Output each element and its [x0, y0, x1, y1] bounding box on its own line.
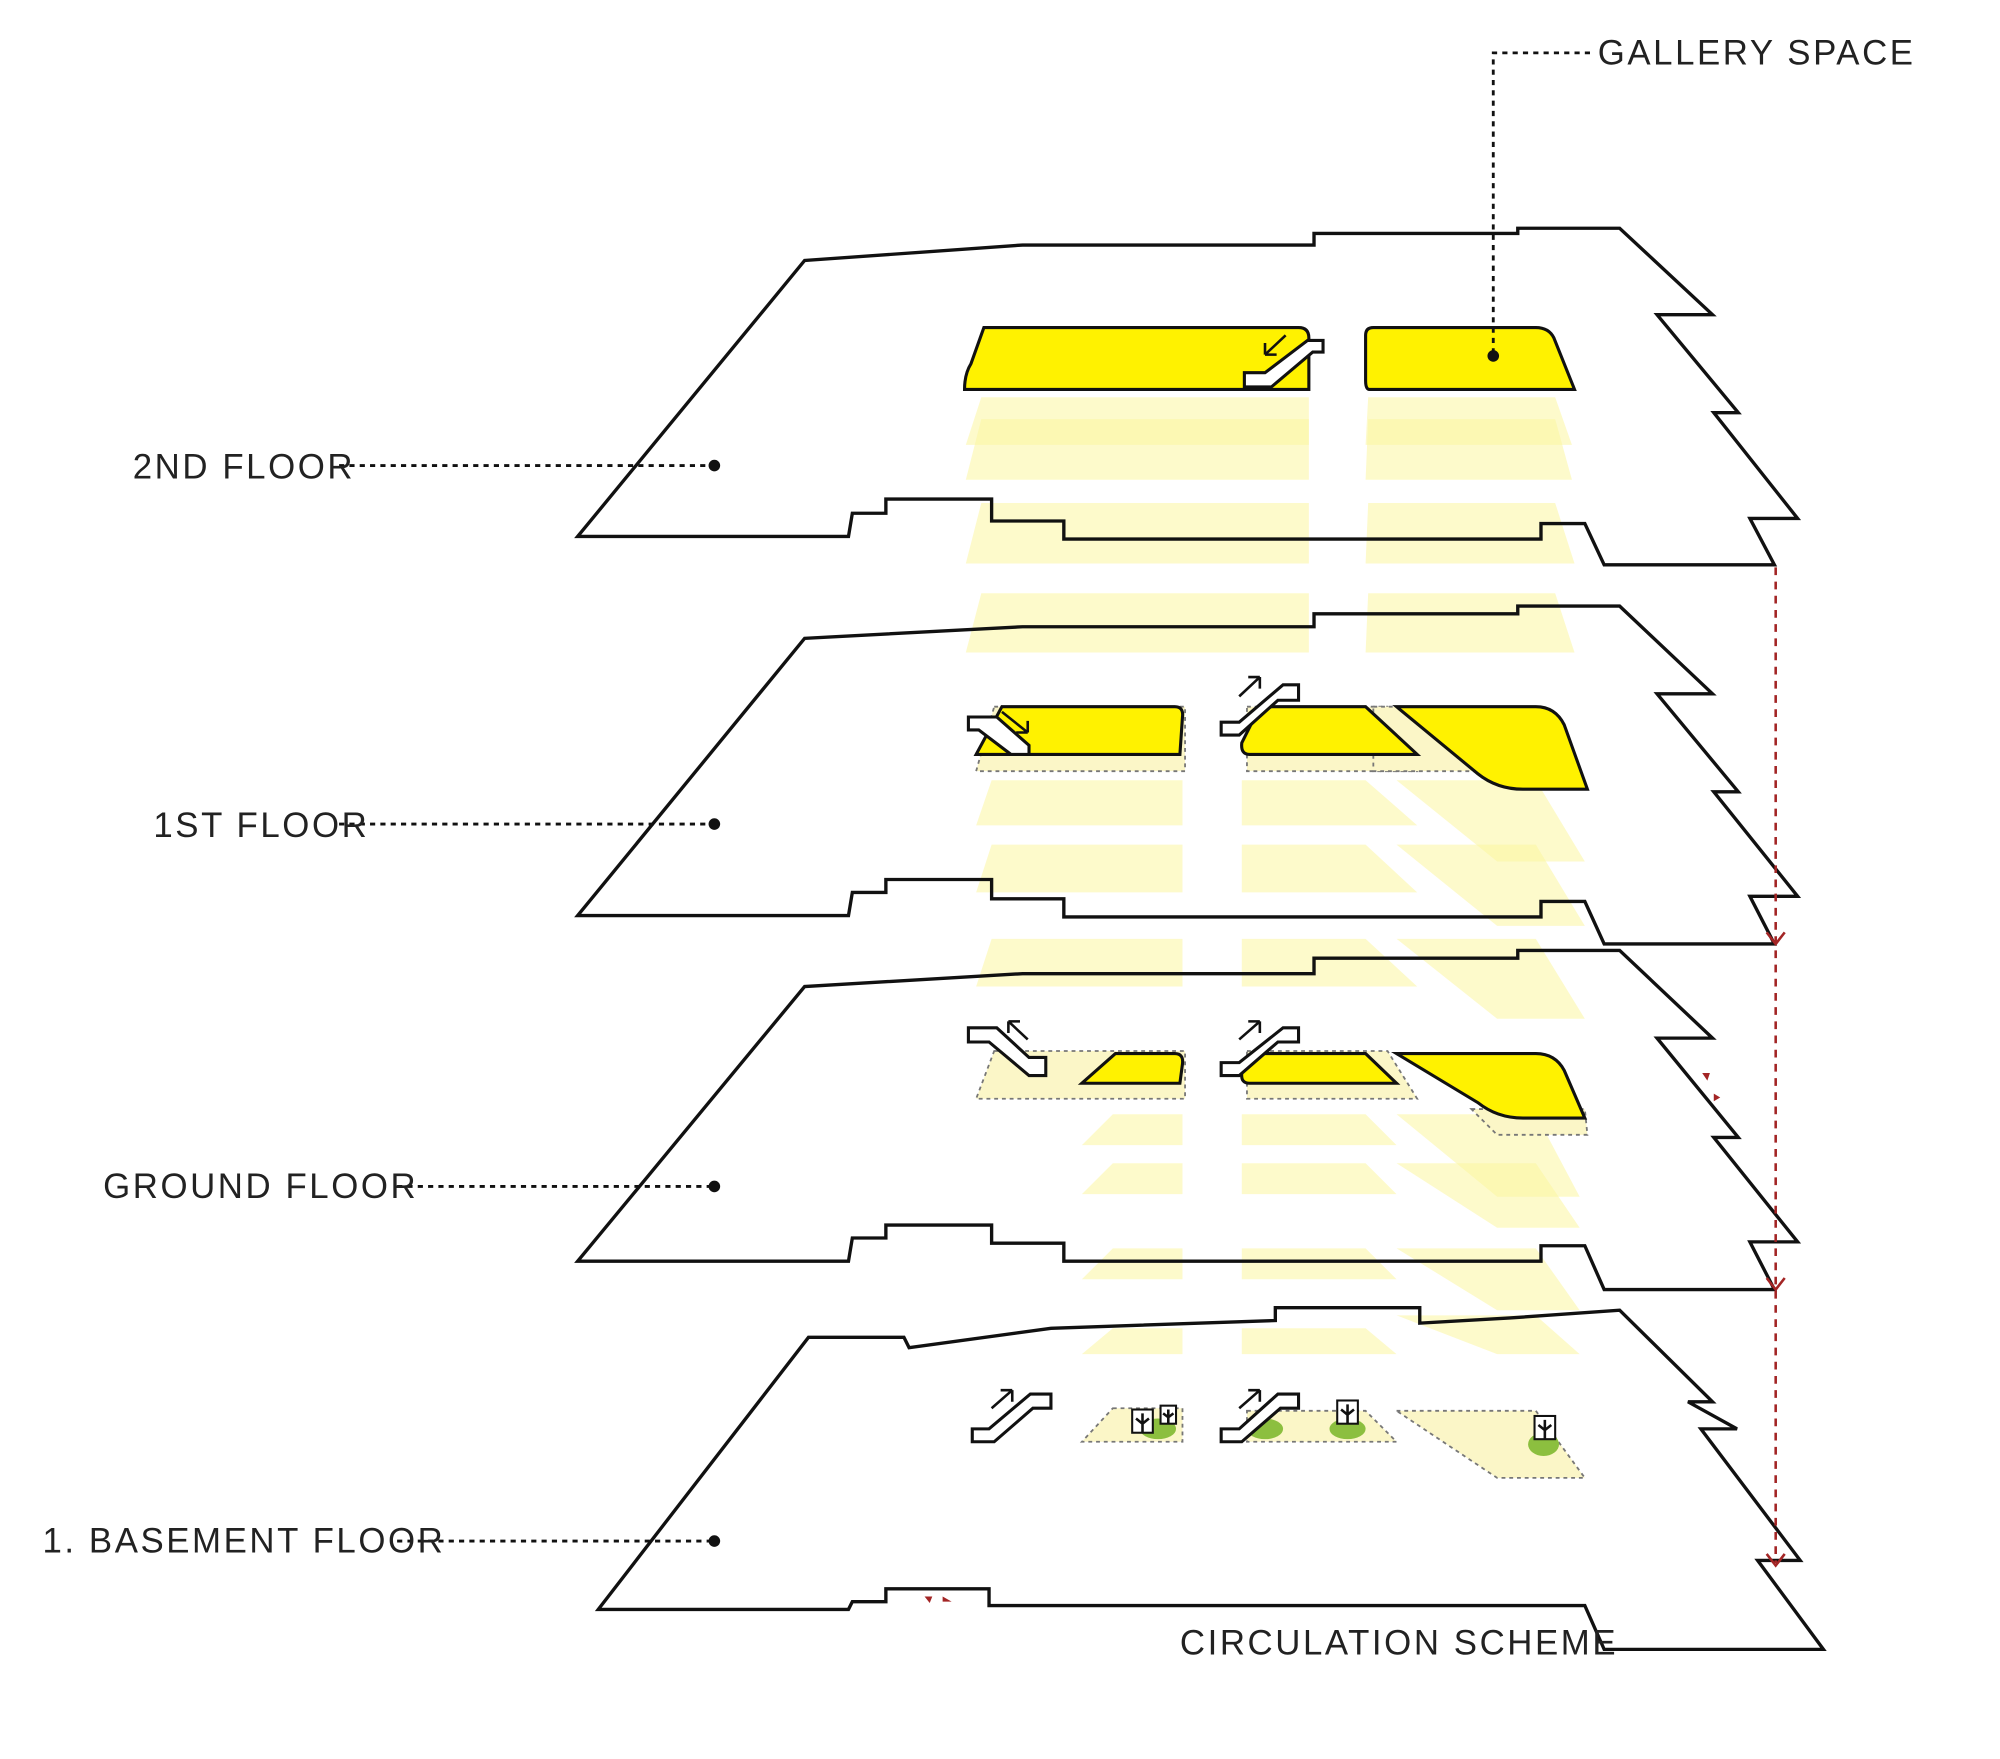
leader-lines	[339, 51, 1590, 1547]
floor-plate-basement	[594, 1305, 1827, 1652]
arrow-down-icon	[1765, 931, 1786, 947]
escalator-icon	[966, 1020, 1048, 1078]
tree-icon	[1336, 1399, 1359, 1425]
tree-icon	[1533, 1414, 1557, 1441]
gallery-space-1st-b	[1240, 705, 1422, 756]
labels: GALLERY SPACE 2ND FLOOR 1ST FLOOR GROUND…	[42, 33, 1916, 1663]
arrow-up-icon	[990, 1388, 1014, 1410]
first-floor-label: 1ST FLOOR	[153, 806, 369, 845]
ground-floor-label: GROUND FLOOR	[103, 1167, 418, 1206]
arrow-up-icon	[1238, 1020, 1262, 1041]
gallery-space-ground-c	[1390, 1052, 1588, 1120]
floor-plate-ground	[574, 948, 1802, 1292]
gallery-space-2nd-west	[962, 326, 1311, 392]
arrow-up-icon	[1238, 1388, 1262, 1410]
escalator-icon	[1219, 675, 1301, 737]
escalator-icon	[970, 1388, 1053, 1444]
entrance-marker-icon	[1702, 1072, 1721, 1102]
second-floor-label: 2ND FLOOR	[133, 447, 355, 486]
escalator-icon	[1242, 334, 1325, 389]
escalator-icon	[1219, 1020, 1301, 1078]
tree-icon	[1131, 1404, 1178, 1434]
arrow-up-icon	[1007, 1020, 1029, 1041]
arrow-down-icon	[1765, 1277, 1786, 1292]
arrow-down-icon	[1001, 710, 1030, 734]
floor-plate-2nd	[574, 226, 1802, 567]
gallery-space-1st-c	[1392, 705, 1590, 791]
circulation-path	[1765, 567, 1786, 1568]
gallery-space-label: GALLERY SPACE	[1598, 33, 1916, 72]
gallery-space-ground-a	[1077, 1052, 1185, 1085]
gallery-space-2nd-east	[1364, 326, 1577, 392]
escalator-icon	[1219, 1388, 1301, 1444]
arrow-down-icon	[1263, 334, 1287, 356]
arrow-up-icon	[1238, 675, 1262, 698]
circulation-scheme-label: CIRCULATION SCHEME	[1180, 1624, 1618, 1663]
floor-plate-1st	[574, 604, 1802, 946]
basement-floor-label: 1. BASEMENT FLOOR	[42, 1522, 445, 1561]
arrow-down-icon	[1765, 1553, 1786, 1568]
entrance-marker-icon	[924, 1596, 952, 1603]
escalator-icon	[966, 710, 1031, 756]
